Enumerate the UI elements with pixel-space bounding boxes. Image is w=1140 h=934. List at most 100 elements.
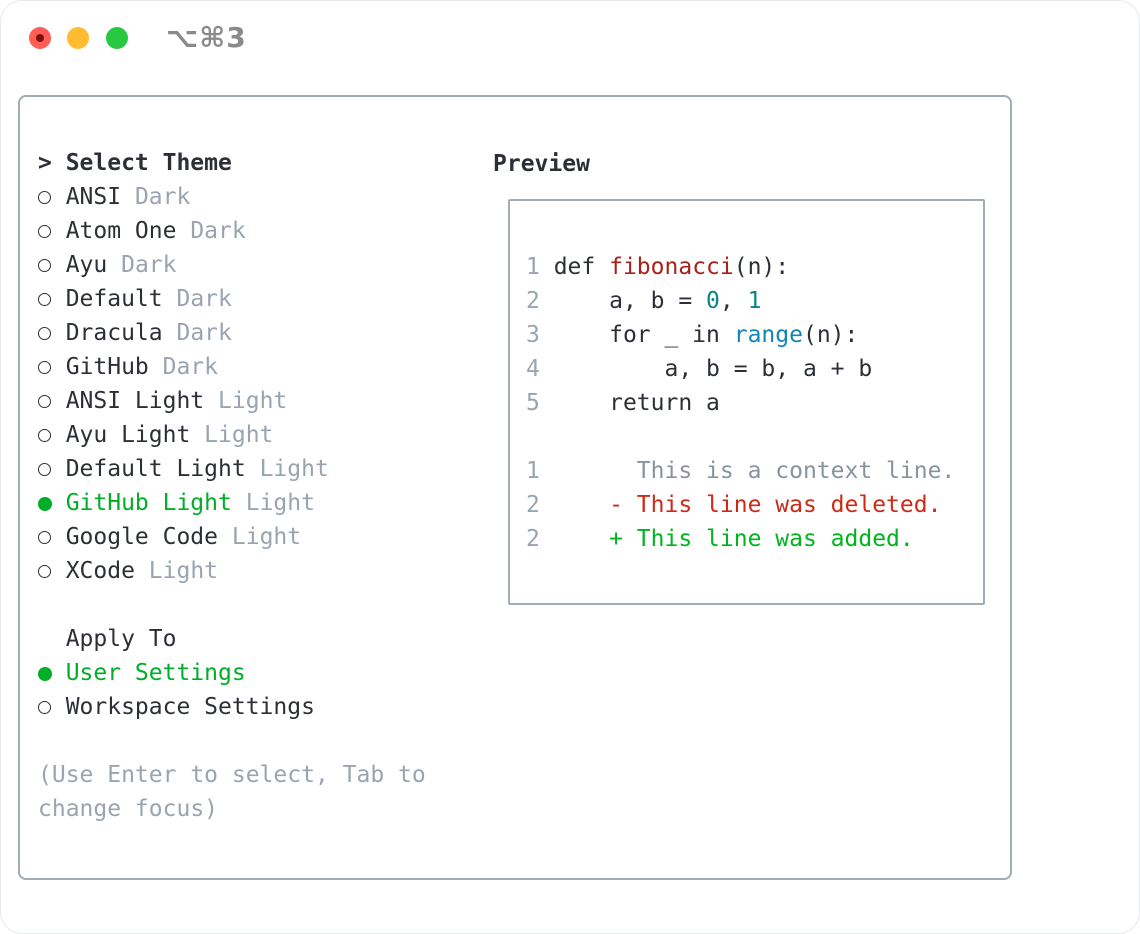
theme-option[interactable]: Ayu Light Light bbox=[38, 418, 426, 452]
radio-circle bbox=[38, 429, 51, 442]
apply-to-option[interactable]: User Settings bbox=[38, 656, 426, 690]
option-variant-label: Light bbox=[204, 422, 274, 448]
line-number: 1 bbox=[526, 254, 540, 280]
radio-circle bbox=[38, 395, 51, 408]
radio-icon bbox=[38, 248, 66, 282]
window-titlebar: ⌥⌘3 bbox=[0, 0, 1140, 76]
code-token: return a bbox=[539, 390, 720, 416]
radio-circle bbox=[38, 463, 51, 476]
spacer bbox=[38, 724, 426, 758]
code-line: 1 def fibonacci(n): bbox=[526, 250, 955, 284]
preview-header: Preview bbox=[493, 151, 590, 177]
radio-icon bbox=[38, 418, 66, 452]
close-button[interactable] bbox=[29, 27, 51, 49]
code-line: 2 a, b = 0, 1 bbox=[526, 284, 955, 318]
code-token: a, b = b, a + b bbox=[539, 356, 873, 382]
hint-line-2: change focus) bbox=[38, 796, 219, 822]
option-variant-label: Light bbox=[259, 456, 329, 482]
window-title: ⌥⌘3 bbox=[166, 21, 247, 54]
radio-icon bbox=[38, 384, 66, 418]
option-variant-label: Dark bbox=[134, 184, 191, 210]
option-label: XCode bbox=[65, 558, 135, 584]
code-line: 3 for _ in range(n): bbox=[526, 318, 955, 352]
option-variant-label: Light bbox=[245, 490, 315, 516]
line-number: 1 bbox=[526, 458, 540, 484]
option-label: Dracula bbox=[65, 320, 163, 346]
radio-icon bbox=[38, 452, 66, 486]
radio-circle bbox=[38, 565, 51, 578]
code-token bbox=[540, 526, 609, 552]
code-token: + This line was added. bbox=[609, 526, 914, 552]
code-line bbox=[526, 420, 955, 454]
code-token: a, b = bbox=[539, 288, 707, 314]
code-line: 5 return a bbox=[526, 386, 955, 420]
selected-radio-icon bbox=[38, 486, 66, 520]
option-variant-label: Dark bbox=[190, 218, 246, 244]
code-token: This is a context line. bbox=[539, 458, 956, 484]
theme-option[interactable]: Ayu Dark bbox=[38, 248, 426, 282]
option-label: ANSI bbox=[65, 184, 122, 210]
line-number: 2 bbox=[526, 526, 540, 552]
radio-circle bbox=[38, 327, 51, 340]
radio-icon bbox=[38, 316, 66, 350]
apply-to-option[interactable]: Workspace Settings bbox=[38, 690, 426, 724]
select-theme-header: >Select Theme bbox=[38, 146, 426, 180]
option-label: Workspace Settings bbox=[65, 694, 315, 720]
code-token: - This line was deleted. bbox=[609, 492, 942, 518]
line-number: 2 bbox=[526, 492, 540, 518]
option-variant-label: Dark bbox=[121, 252, 177, 278]
code-token: (n): bbox=[733, 254, 790, 280]
apply-to-title: Apply To bbox=[65, 626, 177, 652]
option-label: User Settings bbox=[65, 660, 246, 686]
radio-icon bbox=[38, 690, 66, 724]
radio-icon bbox=[38, 350, 66, 384]
theme-option[interactable]: ANSI Dark bbox=[38, 180, 426, 214]
option-label: Atom One bbox=[65, 218, 177, 244]
theme-option[interactable]: Atom One Dark bbox=[38, 214, 426, 248]
hint-line-1: (Use Enter to select, Tab to bbox=[38, 762, 426, 788]
option-variant-label: Dark bbox=[162, 354, 219, 380]
minimize-button[interactable] bbox=[67, 27, 89, 49]
radio-icon bbox=[38, 180, 66, 214]
apply-to-header: Apply To bbox=[38, 622, 426, 656]
radio-icon bbox=[38, 554, 66, 588]
code-token: fibonacci bbox=[609, 254, 734, 280]
radio-icon bbox=[38, 282, 66, 316]
radio-circle bbox=[38, 293, 51, 306]
line-number: 5 bbox=[526, 390, 540, 416]
option-label: ANSI Light bbox=[65, 388, 205, 414]
selected-radio-icon bbox=[38, 656, 66, 690]
radio-circle bbox=[38, 225, 51, 238]
theme-option[interactable]: Google Code Light bbox=[38, 520, 426, 554]
code-line: 4 a, b = b, a + b bbox=[526, 352, 955, 386]
radio-circle bbox=[38, 701, 51, 714]
theme-option[interactable]: XCode Light bbox=[38, 554, 426, 588]
theme-option[interactable]: Dracula Dark bbox=[38, 316, 426, 350]
code-line: 2 + This line was added. bbox=[526, 522, 955, 556]
option-variant-label: Light bbox=[231, 524, 302, 550]
option-label: GitHub bbox=[65, 354, 149, 380]
theme-option[interactable]: Default Dark bbox=[38, 282, 426, 316]
theme-option[interactable]: GitHub Light Light bbox=[38, 486, 426, 520]
option-label: Google Code bbox=[65, 524, 219, 550]
code-line: 1 This is a context line. bbox=[526, 454, 955, 488]
radio-circle bbox=[38, 191, 51, 204]
spacer bbox=[38, 588, 426, 622]
theme-option[interactable]: ANSI Light Light bbox=[38, 384, 426, 418]
select-theme-title: Select Theme bbox=[65, 150, 232, 176]
option-label: Ayu Light bbox=[65, 422, 191, 448]
radio-circle bbox=[38, 259, 51, 272]
theme-option[interactable]: GitHub Dark bbox=[38, 350, 426, 384]
code-token: , bbox=[719, 288, 748, 314]
radio-circle bbox=[38, 361, 51, 374]
option-variant-label: Dark bbox=[176, 320, 232, 346]
code-line: 2 - This line was deleted. bbox=[526, 488, 955, 522]
theme-option[interactable]: Default Light Light bbox=[38, 452, 426, 486]
code-token: def bbox=[539, 254, 610, 280]
code-token bbox=[540, 492, 609, 518]
maximize-button[interactable] bbox=[106, 27, 128, 49]
